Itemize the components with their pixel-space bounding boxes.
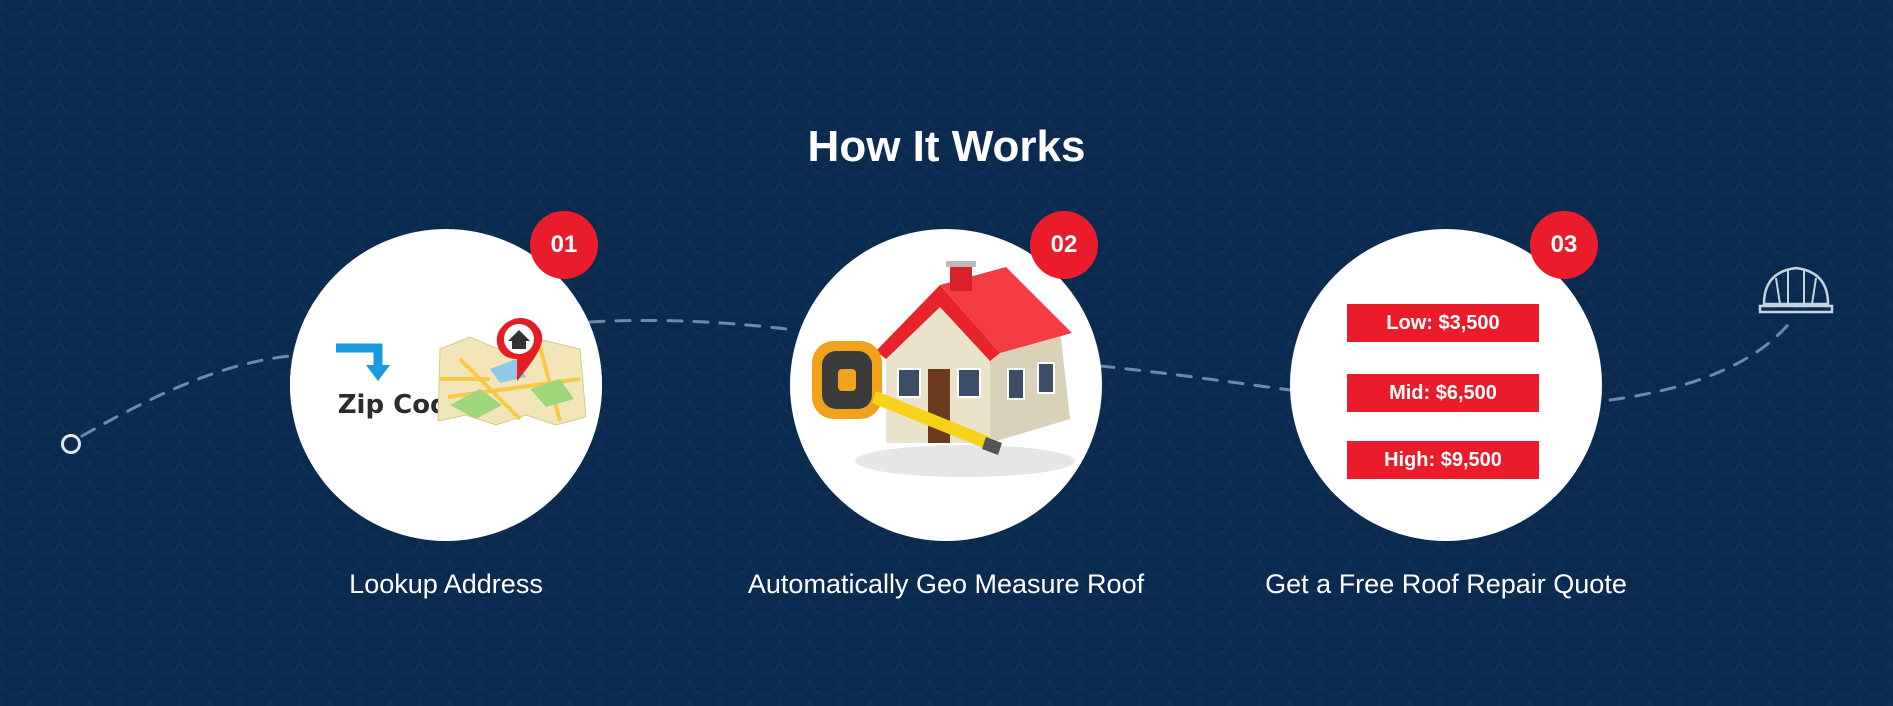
- step-number-badge: 02: [1030, 211, 1098, 279]
- step-label: Get a Free Roof Repair Quote: [1265, 569, 1627, 599]
- step-label: Automatically Geo Measure Roof: [747, 569, 1145, 599]
- price-low: Low: $3,500: [1347, 304, 1539, 342]
- price-high: High: $9,500: [1347, 441, 1539, 479]
- zip-map-pin-icon: Zip Code: [290, 303, 602, 443]
- path-start-dot-icon: [61, 434, 81, 454]
- step-number-badge: 01: [530, 211, 598, 279]
- price-mid: Mid: $6,500: [1347, 374, 1539, 412]
- step-label: Lookup Address: [349, 569, 543, 599]
- step-image-circle: [790, 229, 1102, 541]
- house-tape-measure-icon: [812, 261, 1075, 477]
- step-number-badge: 03: [1530, 211, 1598, 279]
- hard-hat-icon: [1758, 266, 1834, 314]
- step-image-circle: Zip Code: [290, 229, 602, 541]
- section-title: How It Works: [807, 122, 1086, 171]
- step-image-circle: Low: $3,500 Mid: $6,500 High: $9,500: [1290, 229, 1602, 541]
